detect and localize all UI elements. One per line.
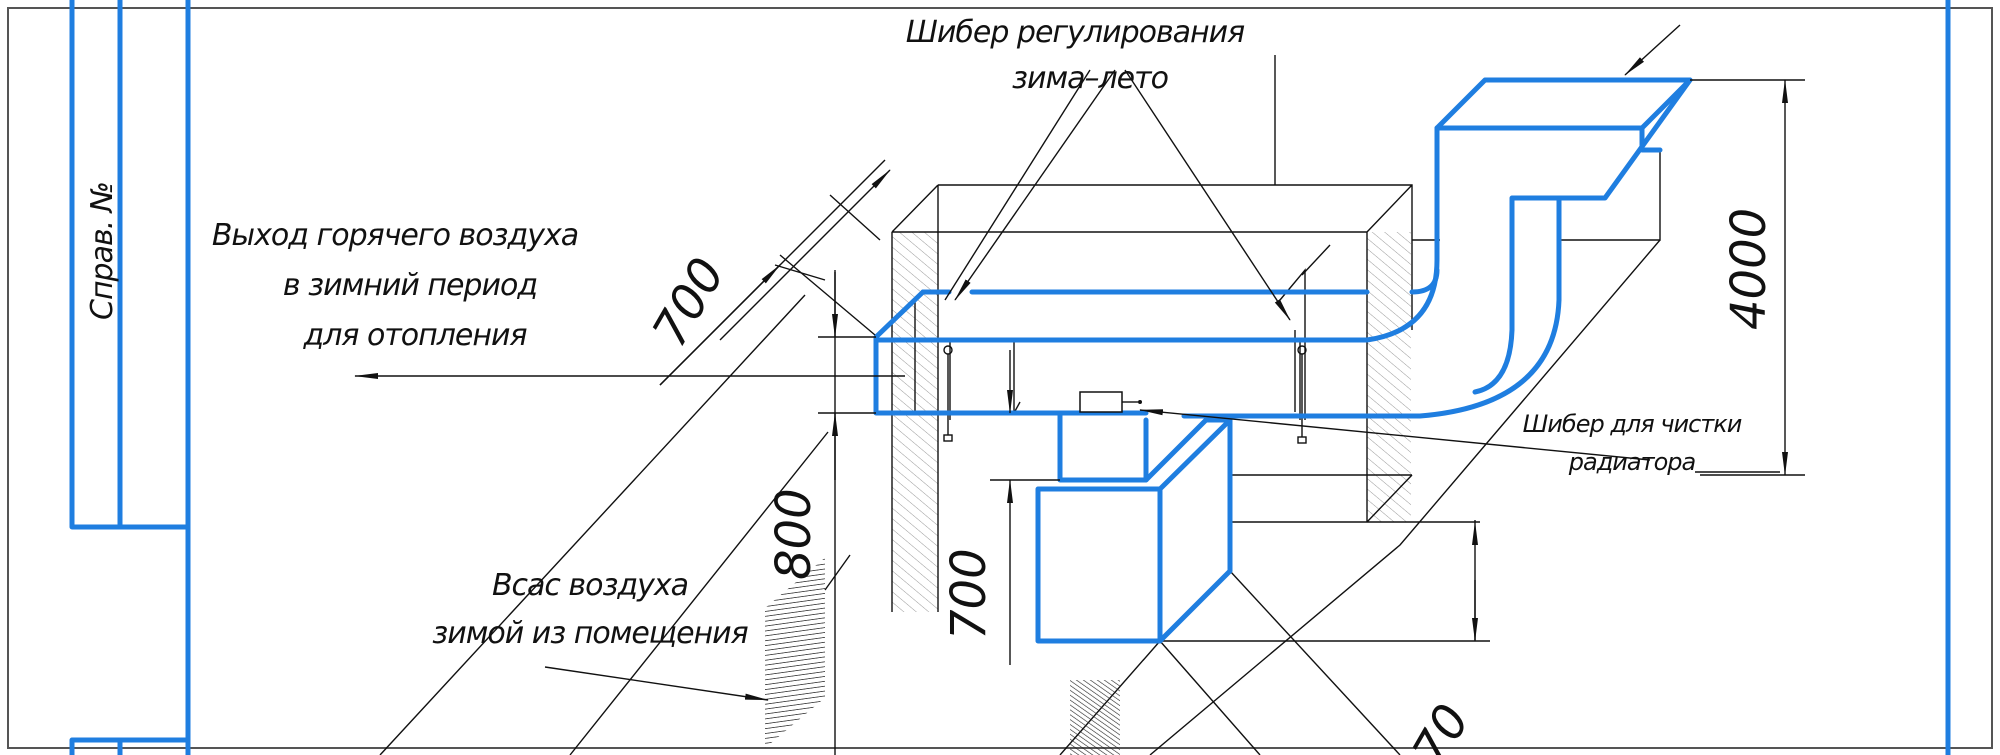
leaders — [354, 24, 1780, 701]
hot-air-outlet-label-1: Выход горячего воздуха — [212, 218, 578, 253]
dimension-800: 800 — [766, 488, 822, 580]
intake-grille-2 — [1070, 680, 1120, 755]
intake-grille — [765, 557, 825, 749]
hot-air-outlet-label-3: для отопления — [302, 318, 527, 353]
sheet-border — [7, 7, 1993, 749]
dimension-70-partial: 70 — [1402, 695, 1481, 755]
cleaning-damper-label-2: радиатора — [1568, 448, 1696, 476]
ref-number-label: Справ. № — [85, 182, 120, 320]
air-intake-label-1: Всас воздуха — [492, 568, 688, 603]
hot-air-outlet-label-2: в зимний период — [283, 268, 537, 303]
air-intake-label-2: зимой из помещения — [432, 616, 748, 651]
title-frame: Справ. № — [69, 0, 1951, 755]
dimension-700-box: 700 — [941, 548, 997, 640]
damper-regulation-label-2: зима–лето — [1012, 61, 1168, 96]
air-duct — [873, 77, 1693, 644]
dimension-700-top: 700 — [642, 249, 736, 356]
cleaning-damper-label-1: Шибер для чистки — [1523, 410, 1742, 438]
radiator-housing — [891, 55, 1661, 755]
dimension-4000: 4000 — [1721, 208, 1777, 330]
damper-regulation-label-1: Шибер регулирования — [906, 15, 1245, 50]
dimension-lines — [379, 79, 1805, 755]
